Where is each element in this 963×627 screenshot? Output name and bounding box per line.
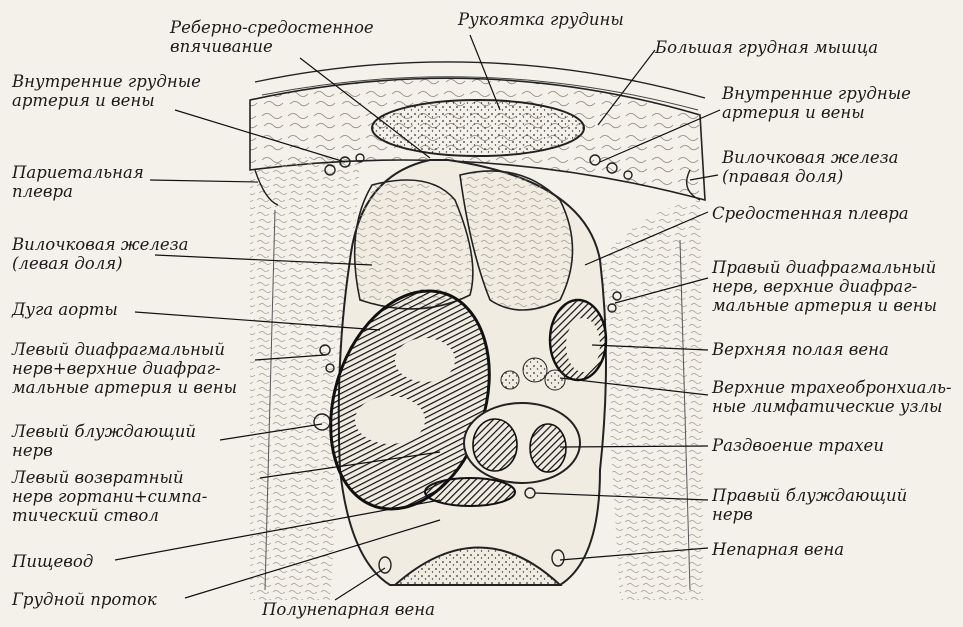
label-left-recurrent-line1: Левый возвратный (12, 468, 207, 487)
label-right-phrenic-line2: нерв, верхние диафраг- (712, 277, 937, 296)
label-left-vagus: Левый блуждающий нерв (12, 422, 196, 460)
label-parietal-pleura-line2: плевра (12, 182, 144, 201)
label-esophagus-line1: Пищевод (12, 552, 93, 571)
label-thoracic-duct-line1: Грудной проток (12, 590, 157, 609)
label-right-vagus: Правый блуждающий нерв (712, 486, 907, 524)
label-left-vagus-line2: нерв (12, 441, 196, 460)
label-right-phrenic: Правый диафрагмальный нерв, верхние диаф… (712, 258, 937, 315)
label-hemiazygos-line1: Полунепарная вена (262, 600, 435, 619)
label-int-thoracic-left: Внутренние грудные артерия и вены (12, 72, 201, 110)
label-int-thoracic-left-line2: артерия и вены (12, 91, 201, 110)
label-mediastinal-pleura-line1: Средостенная плевра (712, 204, 909, 223)
label-right-vagus-line1: Правый блуждающий (712, 486, 907, 505)
label-int-thoracic-right-line2: артерия и вены (722, 103, 911, 122)
label-lymph-nodes-line2: ные лимфатические узлы (712, 397, 952, 416)
label-lymph-nodes: Верхние трахеобронхиаль- ные лимфатическ… (712, 378, 952, 416)
label-svc-line1: Верхняя полая вена (712, 340, 889, 359)
label-aortic-arch: Дуга аорты (12, 300, 118, 319)
label-left-phrenic-line1: Левый диафрагмальный (12, 340, 237, 359)
manubrium-shape (372, 100, 584, 156)
label-manubrium: Рукоятка грудины (458, 10, 624, 29)
label-tracheal-bifurcation: Раздвоение трахеи (712, 436, 884, 455)
label-azygos: Непарная вена (712, 540, 844, 559)
label-thymus-right-line1: Вилочковая железа (722, 148, 898, 167)
label-svc: Верхняя полая вена (712, 340, 889, 359)
label-azygos-line1: Непарная вена (712, 540, 844, 559)
label-thymus-right-line2: (правая доля) (722, 167, 898, 186)
label-thymus-left-line1: Вилочковая железа (12, 235, 188, 254)
label-parietal-pleura: Париетальная плевра (12, 163, 144, 201)
label-right-phrenic-line3: мальные артерия и вены (712, 296, 937, 315)
label-tracheal-bifurcation-line1: Раздвоение трахеи (712, 436, 884, 455)
label-pectoralis-major-line1: Большая грудная мышца (655, 38, 878, 57)
label-aortic-arch-line1: Дуга аорты (12, 300, 118, 319)
label-costomediastinal-recess-line2: впячивание (170, 37, 374, 56)
label-hemiazygos: Полунепарная вена (262, 600, 435, 619)
label-thymus-left-line2: (левая доля) (12, 254, 188, 273)
label-thymus-right: Вилочковая железа (правая доля) (722, 148, 898, 186)
label-thymus-left: Вилочковая железа (левая доля) (12, 235, 188, 273)
label-left-recurrent-line3: тический ствол (12, 506, 207, 525)
label-right-phrenic-line1: Правый диафрагмальный (712, 258, 937, 277)
esophagus-shape (425, 478, 515, 506)
label-pectoralis-major: Большая грудная мышца (655, 38, 878, 57)
label-left-recurrent-line2: нерв гортани+симпа- (12, 487, 207, 506)
label-left-phrenic-line2: нерв+верхние диафраг- (12, 359, 237, 378)
label-costomediastinal-recess: Реберно-средостенное впячивание (170, 18, 374, 56)
label-right-vagus-line2: нерв (712, 505, 907, 524)
label-manubrium-line1: Рукоятка грудины (458, 10, 624, 29)
trachea-shape (464, 403, 580, 483)
label-left-vagus-line1: Левый блуждающий (12, 422, 196, 441)
label-esophagus: Пищевод (12, 552, 93, 571)
label-left-phrenic: Левый диафрагмальный нерв+верхние диафра… (12, 340, 237, 397)
label-int-thoracic-right-line1: Внутренние грудные (722, 84, 911, 103)
label-left-phrenic-line3: мальные артерия и вены (12, 378, 237, 397)
label-int-thoracic-right: Внутренние грудные артерия и вены (722, 84, 911, 122)
label-int-thoracic-left-line1: Внутренние грудные (12, 72, 201, 91)
label-thoracic-duct: Грудной проток (12, 590, 157, 609)
label-mediastinal-pleura: Средостенная плевра (712, 204, 909, 223)
label-parietal-pleura-line1: Париетальная (12, 163, 144, 182)
label-left-recurrent: Левый возвратный нерв гортани+симпа- тич… (12, 468, 207, 525)
label-lymph-nodes-line1: Верхние трахеобронхиаль- (712, 378, 952, 397)
thymus-left-shape (355, 180, 473, 309)
label-costomediastinal-recess-line1: Реберно-средостенное (170, 18, 374, 37)
